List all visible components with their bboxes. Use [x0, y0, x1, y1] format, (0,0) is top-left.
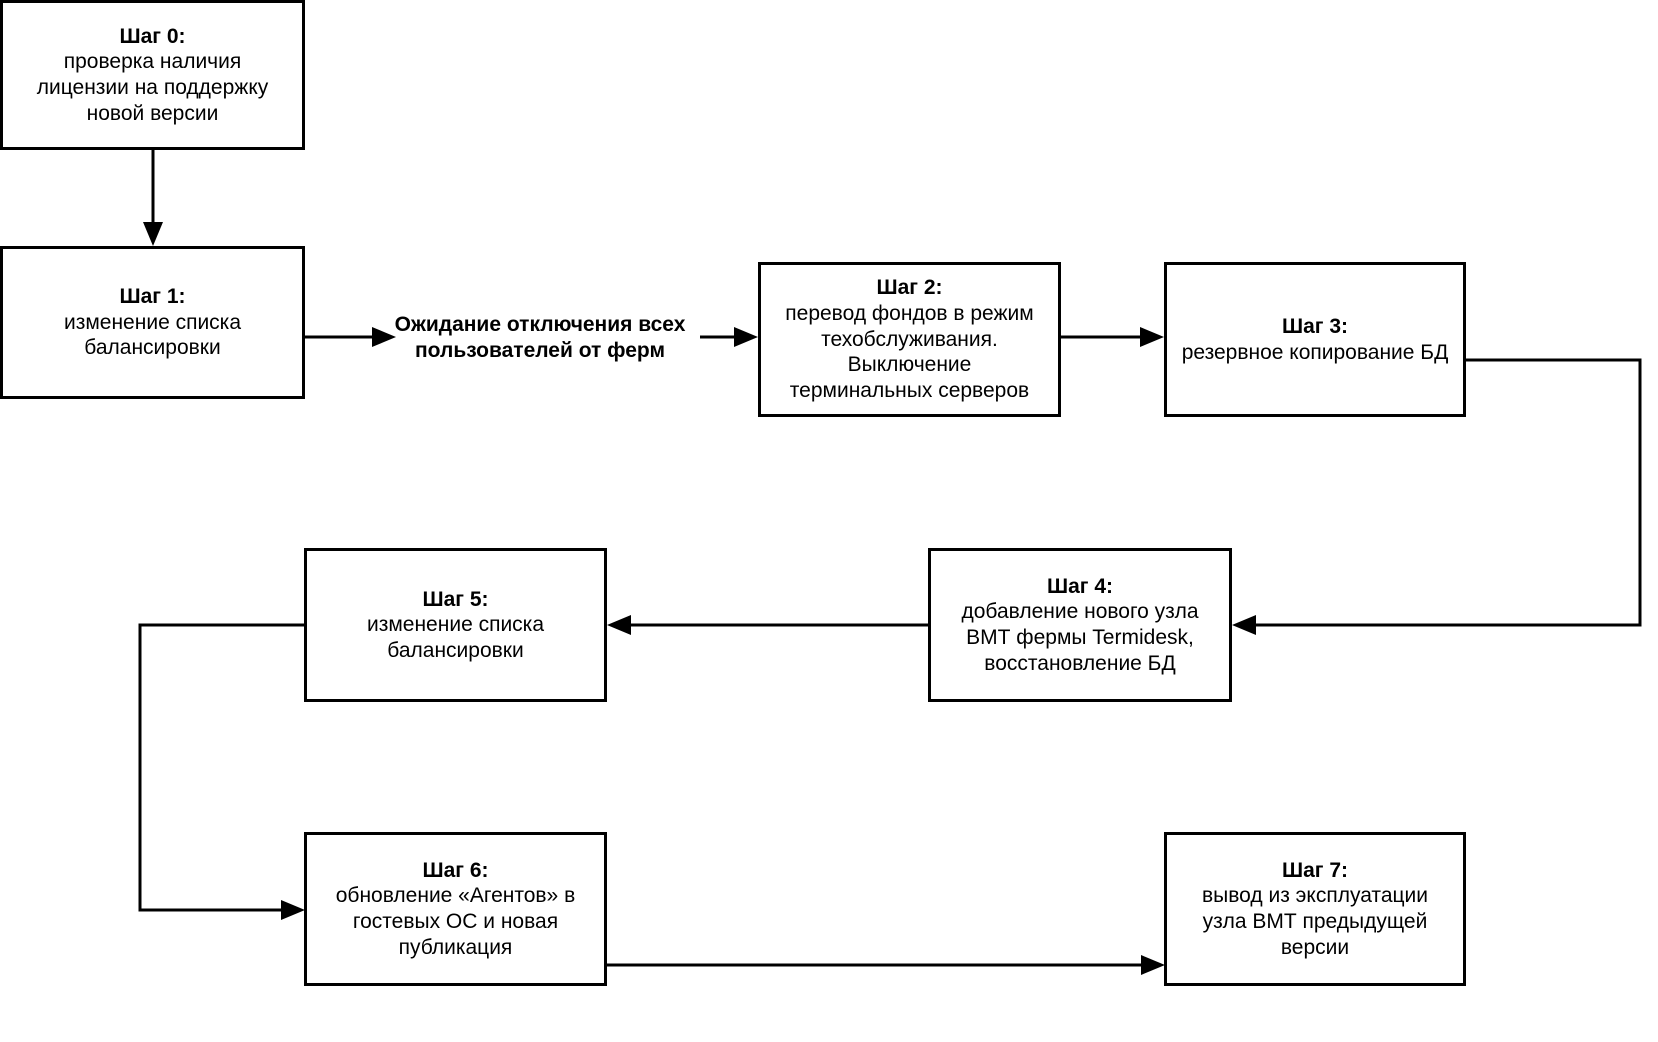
step-4-title: Шаг 4:: [1046, 574, 1114, 598]
edge-step4-step5: [607, 615, 928, 635]
step-1-body: изменение списка балансировки: [63, 310, 242, 360]
step-4-box[interactable]: Шаг 4: добавление нового узла ВМТ фермы …: [928, 548, 1232, 702]
step-2-title: Шаг 2:: [876, 276, 943, 300]
step-0-body: проверка наличия лицензии на поддержку н…: [36, 50, 269, 125]
step-1-box[interactable]: Шаг 1: изменение списка балансировки: [0, 246, 305, 399]
wait-for-users-label: Ожидание отключения всех пользователей о…: [394, 313, 686, 362]
step-2-body: перевод фондов в режим техобслуживания. …: [785, 302, 1034, 402]
edge-step5-step6: [138, 623, 305, 920]
step-5-box[interactable]: Шаг 5: изменение списка балансировки: [304, 548, 607, 702]
step-0-box[interactable]: Шаг 0: проверка наличия лицензии на подд…: [0, 0, 305, 150]
step-7-box[interactable]: Шаг 7: вывод из эксплуатации узла ВМТ пр…: [1164, 832, 1466, 986]
step-1-title: Шаг 1:: [119, 285, 186, 309]
edge-wait-label-step2: [700, 327, 758, 347]
step-3-body: резервное копирование БД: [1181, 340, 1449, 364]
edge-step2-step3: [1061, 327, 1164, 347]
step-6-title: Шаг 6:: [422, 858, 489, 882]
step-6-box[interactable]: Шаг 6: обновление «Агентов» в гостевых О…: [304, 832, 607, 986]
edge-step0-step1: [143, 150, 163, 246]
step-3-title: Шаг 3:: [1281, 314, 1349, 338]
step-2-box[interactable]: Шаг 2: перевод фондов в режим техобслужи…: [758, 262, 1061, 417]
step-6-body: обновление «Агентов» в гостевых ОС и нов…: [335, 884, 576, 959]
step-5-body: изменение списка балансировки: [366, 613, 545, 662]
step-4-body: добавление нового узла ВМТ фермы Termide…: [961, 600, 1199, 675]
step-7-body: вывод из эксплуатации узла ВМТ предыдуще…: [1202, 884, 1428, 959]
step-0-title: Шаг 0:: [119, 24, 186, 48]
edge-step6-step7: [607, 955, 1165, 975]
step-3-box[interactable]: Шаг 3: резервное копирование БД: [1164, 262, 1466, 417]
step-7-title: Шаг 7:: [1281, 858, 1349, 882]
step-5-title: Шаг 5:: [422, 587, 489, 611]
